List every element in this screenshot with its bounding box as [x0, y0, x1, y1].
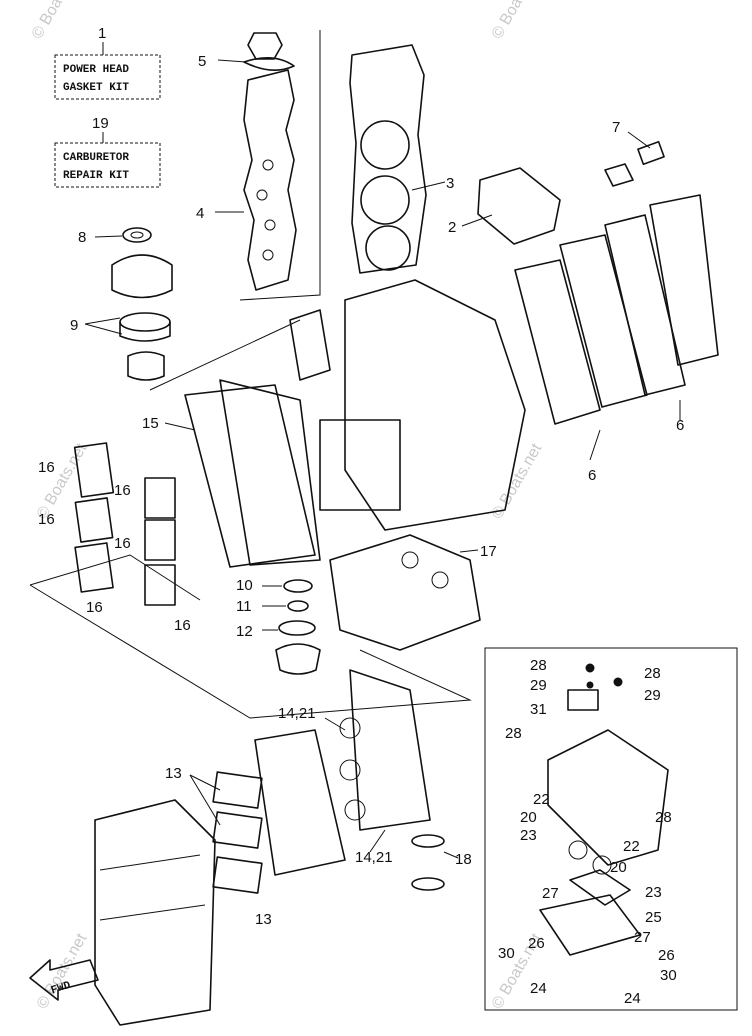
part-9-bearing [84, 254, 173, 381]
part-2-cover [461, 167, 561, 245]
power-head-gasket-kit: 1 POWER HEAD GASKET KIT [54, 25, 161, 100]
callout-9: 9 [70, 317, 78, 334]
part-18-gasket [411, 834, 459, 891]
callout-18: 18 [455, 851, 472, 868]
callout-8: 8 [78, 229, 86, 246]
fwd-arrow: FWD [29, 959, 99, 1001]
callout-22: 22 [533, 791, 550, 808]
callout-labels: 5 4 3 2 7 8 9 6 6 15 16 16 16 16 16 16 1… [38, 53, 684, 1007]
callout-30: 30 [498, 945, 515, 962]
kit-line-1: POWER HEAD [63, 64, 129, 76]
kit-line-2: REPAIR KIT [63, 170, 129, 182]
part-16-reed-valves [29, 442, 201, 606]
watermark: © Boats.net [34, 930, 91, 1012]
callout-20: 20 [610, 859, 627, 876]
air-silencer [94, 799, 216, 1026]
part-17-gasket [329, 534, 481, 651]
carburetor-detail [539, 663, 669, 956]
callout-24: 24 [530, 980, 547, 997]
callout-16: 16 [38, 511, 55, 528]
callout-31: 31 [530, 701, 547, 718]
callout-25: 25 [645, 909, 662, 926]
callout-27: 27 [634, 929, 651, 946]
callout-7: 7 [612, 119, 620, 136]
engine-block [289, 279, 526, 531]
callout-17: 17 [480, 543, 497, 560]
callout-30: 30 [660, 967, 677, 984]
part-7-valve [604, 131, 665, 187]
part-15-manifold [164, 379, 321, 568]
callout-6: 6 [588, 467, 596, 484]
callout-19: 19 [92, 115, 109, 132]
guide-line [149, 319, 301, 391]
carburetor-repair-kit: 19 CARBURETOR REPAIR KIT [54, 115, 161, 188]
callout-28: 28 [644, 665, 661, 682]
part-8-seal [94, 227, 152, 243]
callout-6: 6 [676, 417, 684, 434]
callout-27: 27 [542, 885, 559, 902]
callout-20: 20 [520, 809, 537, 826]
callout-23: 23 [520, 827, 537, 844]
callout-23: 23 [645, 884, 662, 901]
callout-16: 16 [114, 482, 131, 499]
callout-14-21: 14,21 [355, 849, 393, 866]
fwd-label: FWD [50, 980, 73, 998]
callout-3: 3 [446, 175, 454, 192]
callout-24: 24 [624, 990, 641, 1007]
callout-22: 22 [623, 838, 640, 855]
callout-12: 12 [236, 623, 253, 640]
callout-16: 16 [174, 617, 191, 634]
part-6-plates [514, 194, 719, 461]
callout-5: 5 [198, 53, 206, 70]
kit-line-1: CARBURETOR [63, 152, 129, 164]
part-4-gasket [215, 69, 297, 291]
part-14-21-carburetors [254, 669, 431, 876]
callout-16: 16 [38, 459, 55, 476]
callout-13: 13 [165, 765, 182, 782]
callout-4: 4 [196, 205, 204, 222]
bracket-line [239, 30, 321, 301]
watermark: © Boats.net [29, 0, 86, 42]
callout-10: 10 [236, 577, 253, 594]
callout-16: 16 [86, 599, 103, 616]
callout-28: 28 [505, 725, 522, 742]
kit-line-2: GASKET KIT [63, 82, 129, 94]
callout-16: 16 [114, 535, 131, 552]
callout-28: 28 [655, 809, 672, 826]
carburetor-detail-frame [484, 647, 738, 1011]
watermark: © Boats.net [34, 440, 91, 522]
callout-11: 11 [236, 598, 252, 615]
watermark: © Boats.net [489, 0, 546, 42]
callout-26: 26 [528, 935, 545, 952]
part-5-gasket [217, 32, 295, 71]
guide-line-2 [29, 584, 472, 719]
callout-13: 13 [255, 911, 272, 928]
callout-26: 26 [658, 947, 675, 964]
callout-29: 29 [644, 687, 661, 704]
parts-10-12-seals [262, 579, 321, 675]
callout-15: 15 [142, 415, 159, 432]
callout-29: 29 [530, 677, 547, 694]
callout-1: 1 [98, 25, 106, 42]
callout-14-21: 14,21 [278, 705, 316, 722]
part-13-gaskets [189, 771, 263, 894]
part-3-cylinder-gasket [349, 44, 446, 274]
callout-28: 28 [530, 657, 547, 674]
callout-2: 2 [448, 219, 456, 236]
